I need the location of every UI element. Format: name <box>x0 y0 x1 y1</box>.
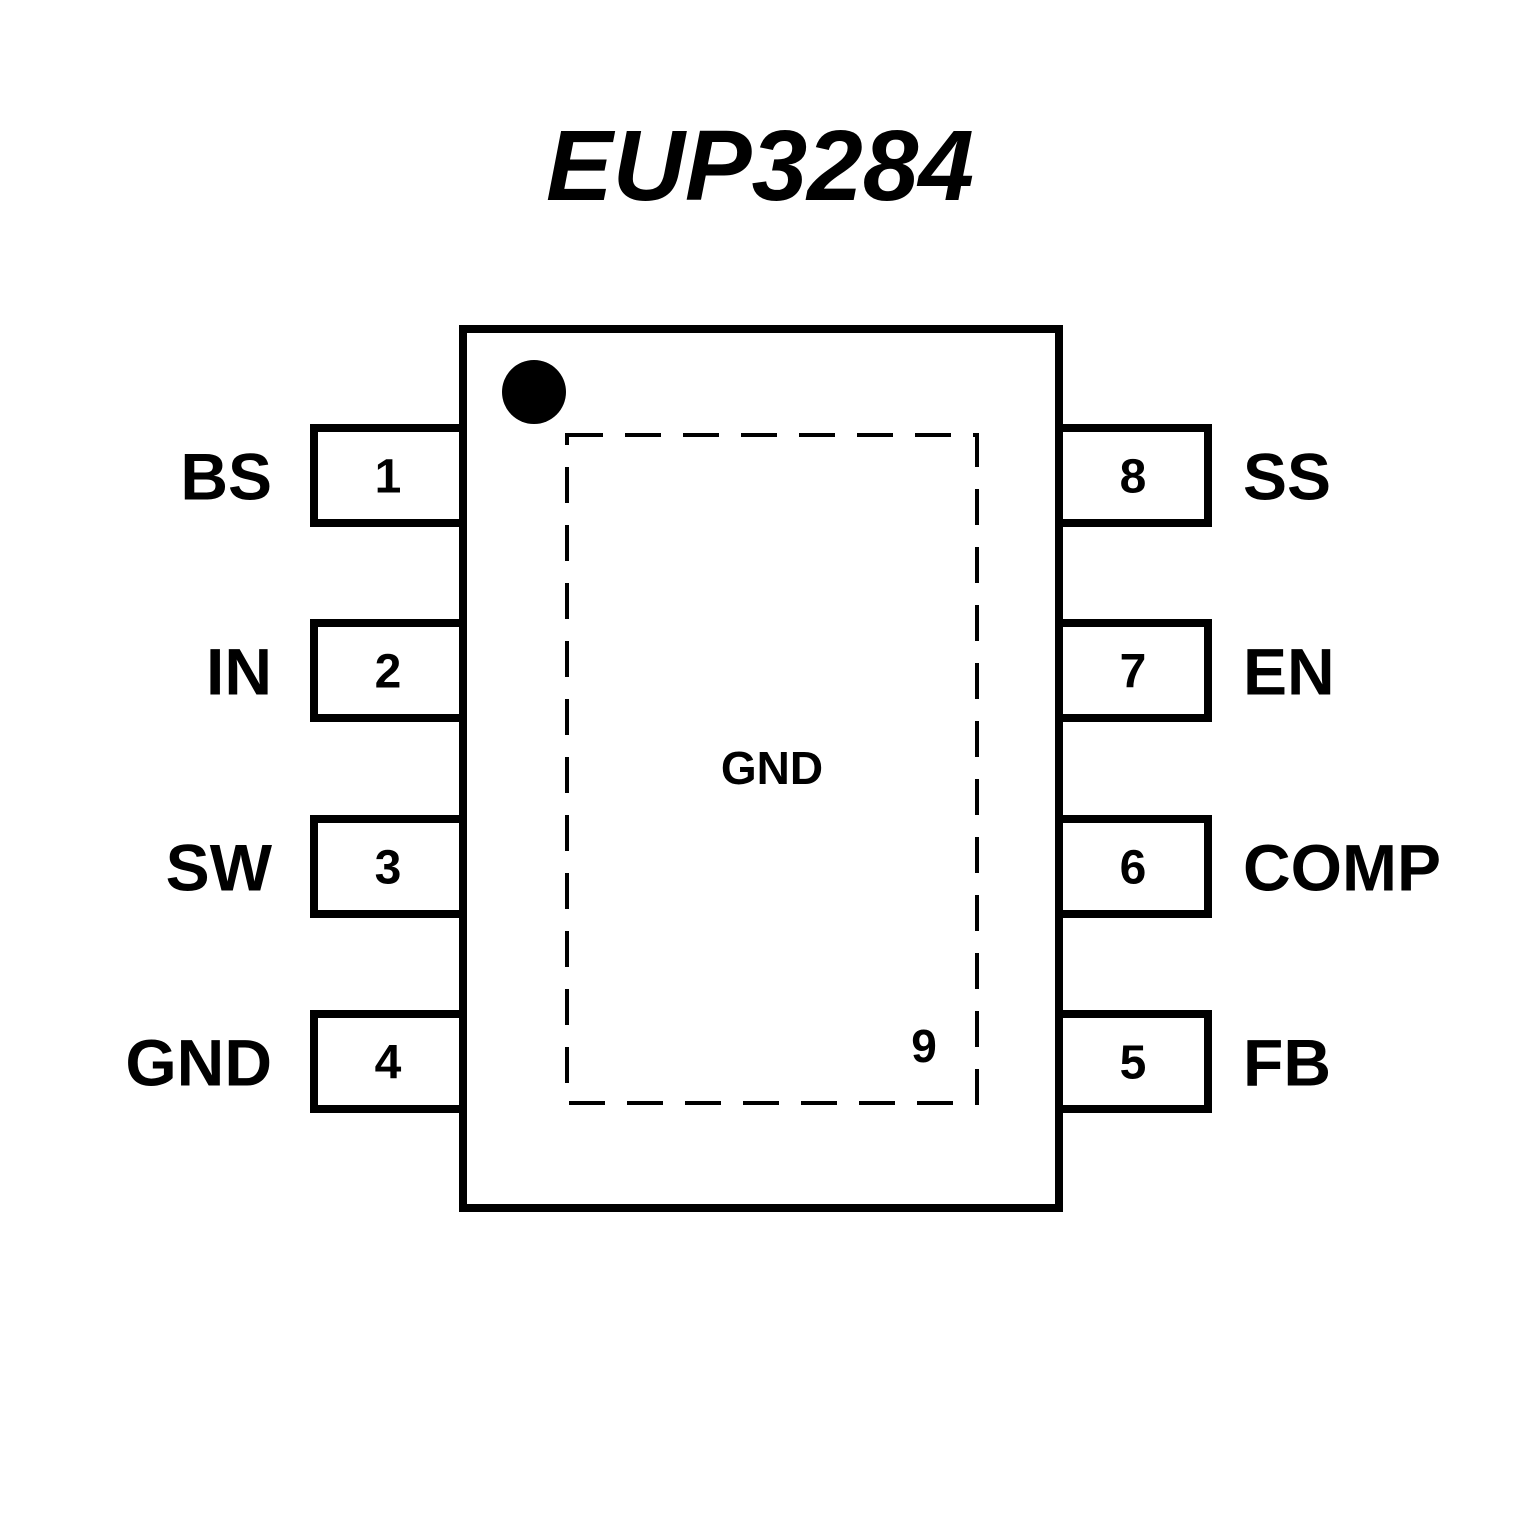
pin-lead <box>310 815 463 918</box>
exposed-pad-outline <box>565 433 979 1105</box>
pin-lead <box>1059 619 1212 722</box>
pin-number: 6 <box>1120 842 1147 895</box>
exposed-pad-number: 9 <box>911 1020 937 1072</box>
pin-3: 3 SW <box>166 815 463 918</box>
pin-lead <box>310 1010 463 1113</box>
pin-8: 8 SS <box>1059 424 1331 527</box>
exposed-pad-label: GND <box>721 742 823 794</box>
pin-7: 7 EN <box>1059 619 1335 722</box>
pin-lead <box>1059 1010 1212 1113</box>
pin-lead <box>1059 815 1212 918</box>
pin-lead <box>310 424 463 527</box>
chip-title: EUP3284 <box>546 110 974 222</box>
pin-1: 1 BS <box>180 424 463 527</box>
pin1-marker-dot <box>502 360 566 424</box>
pin-name: BS <box>180 440 272 514</box>
pin-name: IN <box>206 635 272 709</box>
pin-2: 2 IN <box>206 619 463 722</box>
pin-name: EN <box>1243 635 1335 709</box>
pin-number: 8 <box>1120 451 1147 504</box>
pin-6: 6 COMP <box>1059 815 1441 918</box>
pin-number: 4 <box>375 1037 402 1090</box>
pin-number: 1 <box>375 451 402 504</box>
pin-4: 4 GND <box>125 1010 463 1113</box>
pin-number: 7 <box>1120 646 1147 699</box>
pin-5: 5 FB <box>1059 1010 1331 1113</box>
pin-name: SS <box>1243 440 1331 514</box>
pin-name: FB <box>1243 1026 1331 1100</box>
pin-name: GND <box>125 1026 272 1100</box>
pin-lead <box>310 619 463 722</box>
pin-name: SW <box>166 831 273 905</box>
pin-number: 3 <box>375 842 402 895</box>
pin-number: 5 <box>1120 1037 1147 1090</box>
pin-name: COMP <box>1243 831 1441 905</box>
pin-number: 2 <box>375 646 402 699</box>
chip-body <box>459 325 1063 1212</box>
pin-lead <box>1059 424 1212 527</box>
